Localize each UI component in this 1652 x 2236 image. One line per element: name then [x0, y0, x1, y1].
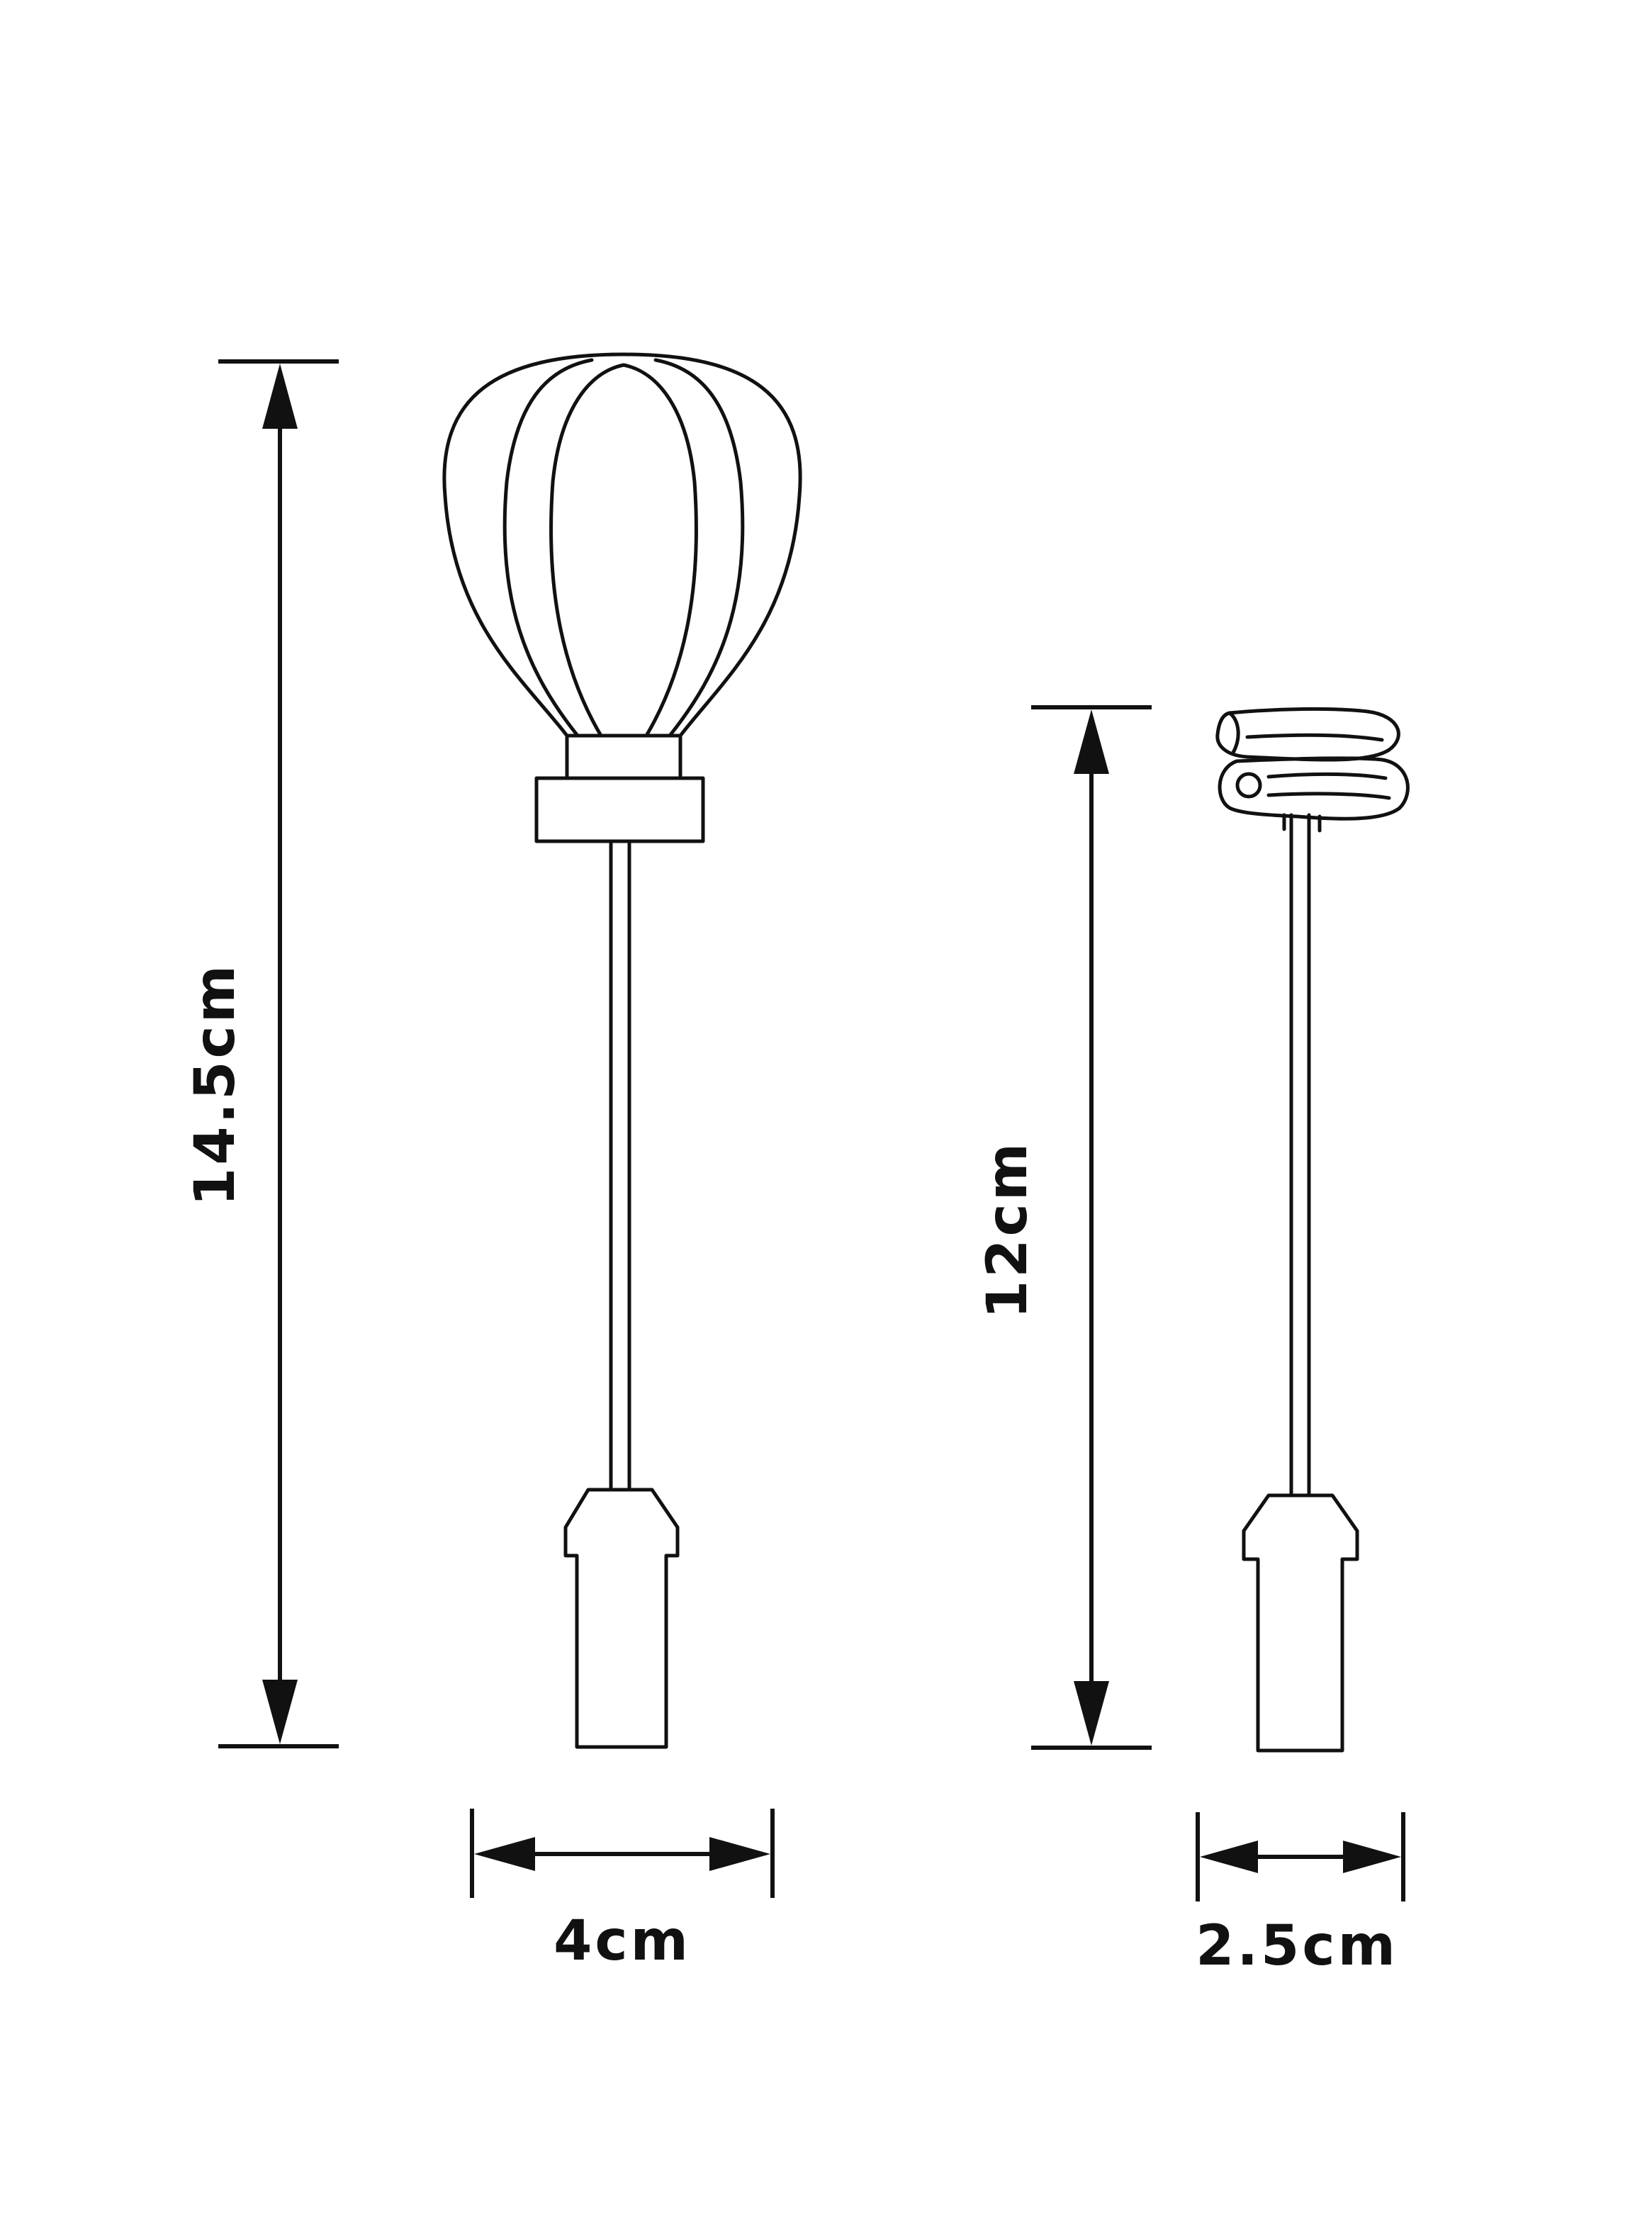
width-dimension-left	[470, 1809, 775, 1898]
coil-band	[1266, 792, 1391, 800]
balloon-rib	[653, 358, 745, 738]
arrowhead-up	[262, 364, 298, 429]
coil-connector	[1282, 813, 1322, 833]
coil-end	[1235, 772, 1262, 799]
balloon-rib	[502, 358, 594, 738]
coil-bottom	[1218, 756, 1410, 821]
height-dimension-left	[218, 359, 339, 1748]
height-label-left: 14.5cm	[184, 962, 247, 1206]
arrowhead-left	[474, 1837, 535, 1871]
width-label-right: 2.5cm	[1196, 1914, 1398, 1978]
width-label-left: 4cm	[554, 1909, 691, 1973]
height-label-right: 12cm	[976, 1140, 1040, 1319]
width-dimension-right	[1196, 1812, 1405, 1901]
arrowhead-down	[262, 1680, 298, 1744]
coil-band	[1266, 772, 1388, 780]
balloon-collar	[534, 776, 705, 843]
arrowhead-down	[1074, 1681, 1109, 1746]
coil-whisk	[1215, 707, 1410, 1753]
whisk-handle	[563, 1488, 680, 1749]
balloon-rib	[549, 363, 698, 738]
balloon-basket	[565, 734, 682, 780]
arrowhead-right	[709, 1837, 770, 1871]
arrowhead-left	[1200, 1841, 1258, 1873]
coil-top-inner	[1227, 711, 1240, 755]
coil-top	[1215, 707, 1400, 762]
arrowhead-right	[1343, 1841, 1401, 1873]
whisk-handle	[1242, 1493, 1359, 1753]
balloon-whisk	[442, 352, 802, 1749]
height-dimension-right	[1031, 705, 1152, 1750]
coil-band	[1245, 733, 1384, 742]
arrowhead-up	[1074, 709, 1109, 774]
balloon-outline	[442, 352, 802, 738]
